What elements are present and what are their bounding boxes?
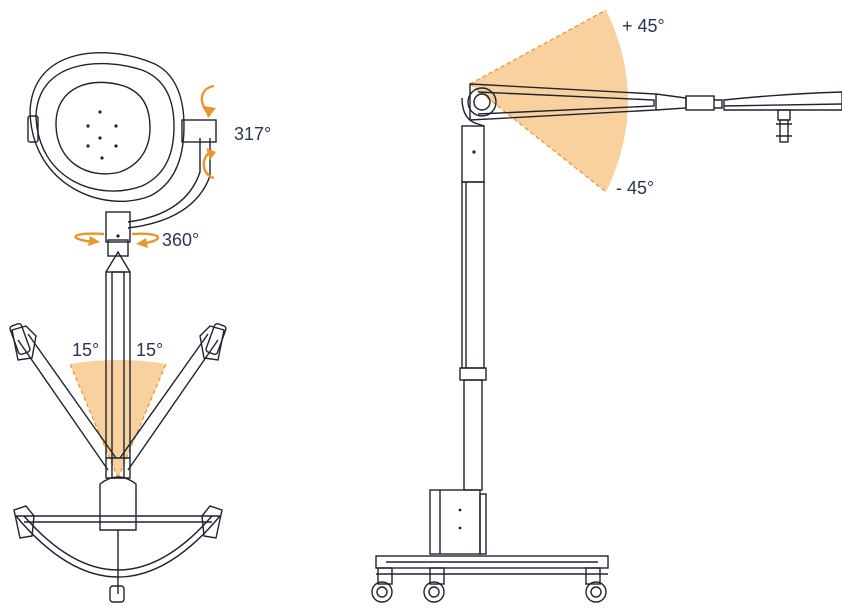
wheel-lower-right xyxy=(201,505,223,539)
tilt-left-label: 15° xyxy=(72,340,99,360)
arm-sweep-edge-bottom xyxy=(469,83,607,193)
side-column xyxy=(459,125,487,491)
side-base-rails xyxy=(375,555,609,575)
arm-up-label: + 45° xyxy=(622,16,665,36)
column-rotation-arrow xyxy=(74,232,160,248)
leg-left xyxy=(17,333,117,471)
arm-sweep-edge-top xyxy=(469,9,607,85)
side-base-box xyxy=(429,489,487,555)
leg-right xyxy=(119,333,219,471)
side-casters xyxy=(371,567,607,603)
arm-sweep-sector xyxy=(470,10,628,192)
wheel-lower-left xyxy=(13,505,35,539)
tilt-sector xyxy=(70,360,166,478)
side-arm xyxy=(461,83,723,127)
column xyxy=(105,239,131,479)
wheel-upper-right xyxy=(199,322,227,361)
head-rotation-label: 317° xyxy=(234,124,271,144)
wheel-bottom xyxy=(109,585,125,603)
upper-arm xyxy=(105,138,211,243)
side-view: + 45° - 45° xyxy=(371,9,842,603)
wheel-upper-left xyxy=(9,322,37,361)
caster-3 xyxy=(585,567,607,603)
head-rotation-arrow xyxy=(200,84,216,180)
side-lamp-head xyxy=(723,91,842,143)
tilt-right-label: 15° xyxy=(136,340,163,360)
top-view: 317° 360° 15° 15° xyxy=(9,52,271,603)
caster-1 xyxy=(371,567,393,603)
arm-down-label: - 45° xyxy=(616,178,654,198)
head-light-dots xyxy=(86,110,118,160)
lamp-head xyxy=(27,52,217,202)
column-rotation-label: 360° xyxy=(162,230,199,250)
caster-2 xyxy=(423,567,445,603)
